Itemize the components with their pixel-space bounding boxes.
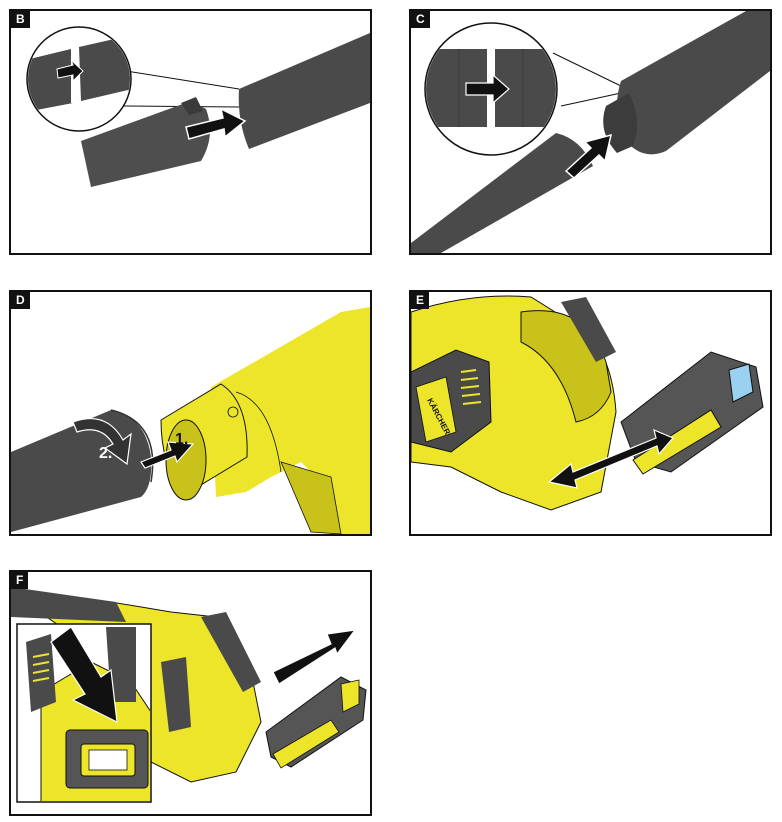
panel-label: C (411, 11, 430, 28)
panel-label: B (11, 11, 30, 28)
lower-tube (411, 133, 593, 253)
vent-grille (460, 369, 482, 405)
illustration-battery-insert: KÄRCHER (411, 295, 764, 511)
upper-tube (617, 11, 770, 155)
step-number-2: 2. (99, 445, 112, 462)
rotate-arrow-icon (72, 418, 132, 466)
double-arrow-icon (547, 428, 674, 489)
push-arrow-icon (140, 441, 195, 469)
panel-c: C (409, 9, 772, 255)
press-arrow-icon (50, 626, 118, 724)
illustration-battery-remove (11, 587, 367, 803)
illustration-tube-connect (411, 11, 770, 253)
remove-arrow-icon (272, 629, 357, 685)
panel-label: E (411, 292, 430, 309)
arrow-icon (185, 107, 247, 140)
arrow-icon (564, 133, 613, 180)
step-number-1: 1. (175, 431, 188, 448)
panel-b: B (9, 9, 372, 255)
illustration-tube-lock: 2. 1. (11, 307, 370, 534)
nozzle (81, 101, 210, 187)
panel-label: F (11, 572, 29, 589)
blow-tube (238, 33, 370, 149)
illustration-nozzle-attach (26, 26, 370, 187)
panel-d: D 2. 1. (9, 290, 372, 536)
blow-tube (11, 587, 126, 622)
panel-label: D (11, 292, 30, 309)
panel-e: E KÄRCHER (409, 290, 772, 536)
panel-f: F (9, 570, 372, 816)
